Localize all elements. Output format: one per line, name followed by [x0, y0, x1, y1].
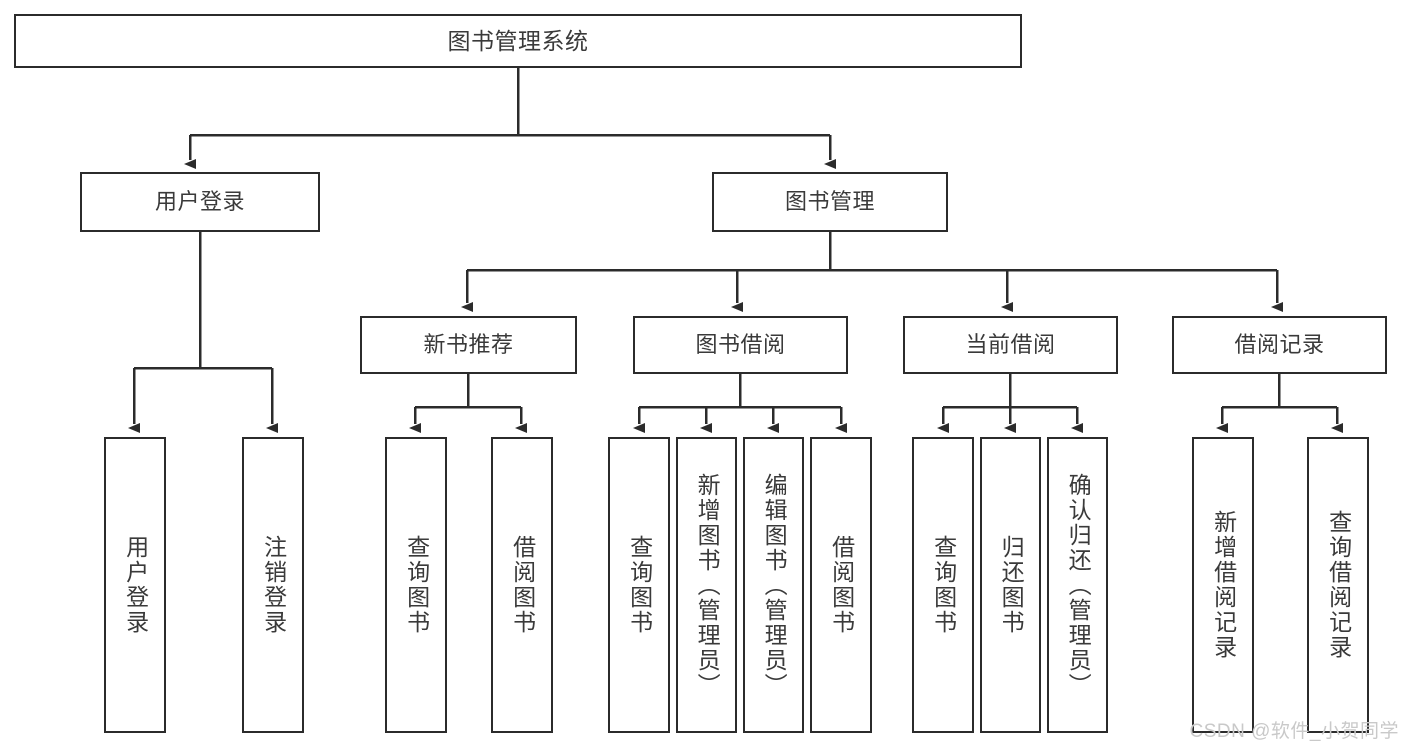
node-leaf-edit-book[interactable]: 编辑图书（管理员） [743, 437, 804, 733]
node-label: 图书管理系统 [447, 27, 589, 54]
node-label: 借阅图书 [828, 535, 855, 635]
node-label: 编辑图书（管理员） [761, 472, 788, 698]
node-label: 新增借阅记录 [1210, 510, 1237, 660]
node-label: 新增图书（管理员） [694, 472, 721, 698]
node-borrow-record[interactable]: 借阅记录 [1172, 316, 1387, 374]
node-label: 归还图书 [998, 535, 1025, 635]
node-book-borrow[interactable]: 图书借阅 [633, 316, 848, 374]
node-label: 图书借阅 [695, 332, 786, 358]
node-leaf-borrow-book-1[interactable]: 借阅图书 [491, 437, 553, 733]
node-leaf-return-book[interactable]: 归还图书 [980, 437, 1041, 733]
node-label: 用户登录 [122, 535, 149, 635]
node-root-system[interactable]: 图书管理系统 [14, 14, 1022, 68]
node-new-book-recommend[interactable]: 新书推荐 [360, 316, 577, 374]
node-book-manage[interactable]: 图书管理 [712, 172, 948, 232]
node-label: 新书推荐 [423, 332, 514, 358]
node-leaf-query-book-2[interactable]: 查询图书 [608, 437, 670, 733]
node-label: 查询图书 [403, 535, 430, 635]
node-leaf-query-book-1[interactable]: 查询图书 [385, 437, 447, 733]
node-leaf-query-record[interactable]: 查询借阅记录 [1307, 437, 1369, 733]
node-label: 图书管理 [784, 189, 875, 215]
node-leaf-user-login[interactable]: 用户登录 [104, 437, 166, 733]
node-leaf-logout[interactable]: 注销登录 [242, 437, 304, 733]
node-current-borrow[interactable]: 当前借阅 [903, 316, 1118, 374]
node-label: 查询图书 [930, 535, 957, 635]
node-label: 注销登录 [260, 535, 287, 635]
node-label: 用户登录 [154, 189, 245, 215]
node-leaf-borrow-book-2[interactable]: 借阅图书 [810, 437, 872, 733]
node-label: 借阅记录 [1234, 332, 1325, 358]
node-leaf-query-book-3[interactable]: 查询图书 [912, 437, 974, 733]
node-leaf-confirm-return[interactable]: 确认归还（管理员） [1047, 437, 1108, 733]
node-label: 借阅图书 [509, 535, 536, 635]
node-label: 查询借阅记录 [1325, 510, 1352, 660]
node-label: 确认归还（管理员） [1065, 472, 1092, 698]
node-label: 查询图书 [626, 535, 653, 635]
node-user-login[interactable]: 用户登录 [80, 172, 320, 232]
node-label: 当前借阅 [965, 332, 1056, 358]
node-leaf-add-record[interactable]: 新增借阅记录 [1192, 437, 1254, 733]
node-leaf-add-book[interactable]: 新增图书（管理员） [676, 437, 737, 733]
